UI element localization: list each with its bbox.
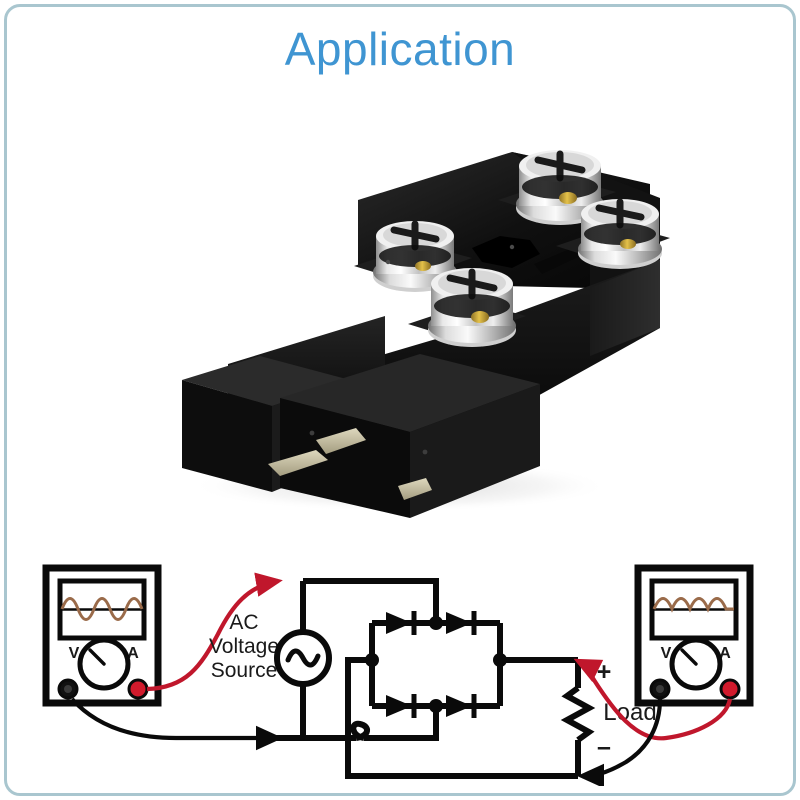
diode-bottom-left bbox=[386, 694, 417, 718]
input-meter-terminal-red bbox=[127, 678, 149, 700]
mould-dot-2 bbox=[509, 244, 515, 250]
load-resistor bbox=[560, 685, 596, 743]
mounting-pin-left bbox=[268, 450, 328, 476]
output-meter-amp-label: A bbox=[719, 645, 731, 662]
module-front-slab-face bbox=[280, 398, 410, 518]
page-title: Application bbox=[284, 23, 516, 75]
ac-source-sine-glyph bbox=[285, 648, 321, 668]
input-probe-red-lead bbox=[146, 572, 283, 692]
wire-top-rail bbox=[303, 578, 439, 623]
mounting-hole-recess bbox=[472, 236, 540, 268]
output-probe-black-lead bbox=[577, 698, 663, 786]
input-meter-waveform bbox=[60, 597, 144, 621]
output-meter: V A bbox=[634, 564, 754, 707]
mould-dot-1 bbox=[385, 259, 391, 265]
module-left-block-front bbox=[182, 380, 272, 492]
screw-terminal-2 bbox=[428, 268, 516, 347]
node-bridge-top bbox=[429, 616, 443, 630]
ac-source-label-line1: AC bbox=[229, 611, 258, 634]
input-meter-needle bbox=[88, 648, 106, 666]
wire-bottom-rail-right bbox=[364, 706, 439, 741]
load-minus-label: – bbox=[597, 733, 611, 761]
module-right-side-face bbox=[590, 260, 660, 356]
ac-source-label-line3: Source bbox=[211, 659, 278, 682]
load-plus-label: + bbox=[597, 658, 612, 686]
input-meter-volt-label: V bbox=[69, 645, 80, 662]
screw-terminal-3 bbox=[516, 150, 604, 225]
mould-dot-4 bbox=[422, 449, 428, 455]
output-meter-needle bbox=[680, 648, 698, 666]
ac-voltage-source-symbol bbox=[274, 581, 332, 738]
screw-terminal-4 bbox=[578, 198, 662, 269]
diode-top-right bbox=[446, 611, 477, 635]
node-bridge-bottom bbox=[429, 699, 443, 713]
diode-top-left bbox=[386, 611, 417, 635]
input-probe-black-lead bbox=[70, 697, 283, 751]
wire-ac-left-feed bbox=[345, 657, 372, 741]
output-meter-volt-label: V bbox=[661, 645, 672, 662]
screw-terminal-1 bbox=[373, 220, 457, 292]
rectifier-circuit-diagram: V A AC Voltage Source bbox=[26, 548, 776, 786]
output-meter-waveform bbox=[652, 597, 734, 613]
diode-bottom-right bbox=[446, 694, 477, 718]
module-front-slab-top bbox=[280, 354, 540, 432]
mould-dot-3 bbox=[309, 430, 315, 436]
output-meter-terminal-black-inner bbox=[656, 685, 664, 693]
ac-source-label: AC Voltage Source bbox=[209, 611, 279, 682]
input-meter-terminal-black-inner bbox=[64, 685, 72, 693]
mounting-pin-mid bbox=[316, 428, 366, 454]
input-meter: V A bbox=[42, 564, 162, 707]
mounting-pin-right bbox=[398, 478, 432, 500]
module-front-slab-side bbox=[410, 384, 540, 518]
ac-source-label-line2: Voltage bbox=[209, 635, 279, 658]
output-probe-red-lead bbox=[573, 658, 733, 741]
node-bridge-left bbox=[365, 653, 379, 667]
product-photo-bridge-rectifier-module bbox=[120, 88, 690, 518]
wire-hop-bottom bbox=[350, 720, 370, 741]
input-meter-amp-label: A bbox=[127, 645, 139, 662]
mounting-hole-slot bbox=[534, 248, 580, 274]
wire-dc-return bbox=[345, 741, 578, 779]
output-meter-terminal-red bbox=[719, 678, 741, 700]
